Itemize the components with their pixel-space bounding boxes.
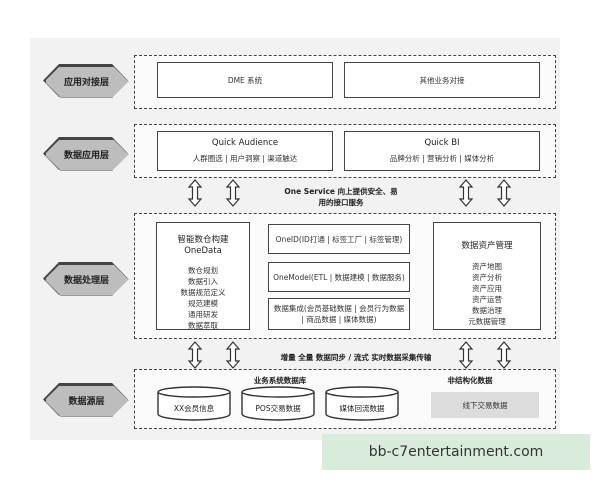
watermark-banner: bb-c7entertainment.com [322, 434, 590, 470]
onedata-item: 数据规范定义 [180, 288, 226, 297]
asset-item: 数据治理 [472, 306, 502, 315]
asset-item: 资产地图 [472, 262, 502, 271]
onedata-item: 规范建模 [188, 299, 218, 308]
dme-system-box: DME 系统 [157, 62, 333, 98]
quick-bi-title: Quick BI [424, 138, 460, 148]
quick-bi-sub: 品牌分析 | 营销分析 | 媒体分析 [389, 154, 495, 163]
db-label: 媒体回流数据 [339, 404, 385, 413]
asset-item: 元数据管理 [468, 317, 506, 326]
asset-item: 资产运营 [472, 295, 502, 304]
one-service-line-1: One Service 向上提供安全、易 [284, 187, 398, 196]
asset-item: 资产分析 [472, 273, 502, 282]
unstructured-data-title: 非结构化数据 [447, 376, 493, 385]
onedata-item: 数仓规划 [188, 266, 218, 275]
layer-tag-data-source: 数据源层 [45, 385, 129, 417]
other-business-label: 其他业务对接 [419, 75, 465, 85]
asset-item: 资产应用 [472, 284, 502, 293]
onemodel-label: OneModel(ETL | 数据建模 | 数据服务) [273, 272, 405, 282]
double-arrow [459, 341, 473, 369]
layer-tag-app-integration: 应用对接层 [45, 66, 129, 98]
layer-tag-data-processing: 数据处理层 [45, 264, 129, 296]
db-label: XX会员信息 [173, 404, 215, 413]
onedata-item: 数据引入 [188, 277, 218, 286]
double-arrow [188, 341, 202, 369]
database-cylinder [325, 386, 399, 421]
offline-trade-box: 线下交易数据 [431, 392, 539, 418]
onedata-title-2: OneData [184, 246, 222, 256]
quick-audience-box: Quick Audience 人群圈选 | 用户洞察 | 渠道触达 [157, 131, 333, 171]
database-cylinder [157, 386, 231, 421]
business-db-title: 业务系统数据库 [253, 376, 307, 385]
oneid-box: OneID(ID打通 | 标签工厂 | 标签管理) [268, 224, 410, 254]
onemodel-box: OneModel(ETL | 数据建模 | 数据服务) [268, 262, 410, 292]
layer-tag-data-application: 数据应用层 [45, 139, 129, 171]
double-arrow [226, 179, 240, 207]
onedata-title-1: 智能数仓构建 [177, 235, 229, 245]
data-integration-line-1: 数据集成(会员基础数据 | 会员行为数据 [273, 304, 405, 313]
dme-system-label: DME 系统 [227, 75, 263, 85]
db-label: POS交易数据 [255, 404, 301, 413]
quick-audience-title: Quick Audience [211, 138, 279, 148]
data-sync-note: 增量 全量 数据同步 / 流式 实时数据采集传输 [280, 353, 432, 362]
database-cylinder [241, 386, 315, 421]
asset-management-box: 数据资产管理 资产地图 资产分析 资产应用 资产运营 数据治理 元数据管理 [433, 222, 541, 330]
double-arrow [497, 341, 511, 369]
quick-audience-sub: 人群圈选 | 用户洞察 | 渠道触达 [192, 154, 298, 163]
oneid-label: OneID(ID打通 | 标签工厂 | 标签管理) [275, 234, 403, 244]
onedata-box: 智能数仓构建 OneData 数仓规划 数据引入 数据规范定义 规范建模 通用研… [156, 222, 250, 330]
asset-items: 资产地图 资产分析 资产应用 资产运营 数据治理 元数据管理 [468, 261, 506, 327]
asset-management-title: 数据资产管理 [461, 241, 513, 251]
data-integration-line-2: | 商品数据 | 媒体数据) [301, 315, 377, 324]
other-business-box: 其他业务对接 [344, 62, 540, 98]
one-service-note: One Service 向上提供安全、易 用的接口服务 [256, 186, 426, 208]
double-arrow [459, 179, 473, 207]
onedata-item: 通用研发 [188, 310, 218, 319]
double-arrow [188, 179, 202, 207]
onedata-items: 数仓规划 数据引入 数据规范定义 规范建模 通用研发 数据萃取 [181, 265, 226, 331]
onedata-item: 数据萃取 [188, 321, 218, 330]
one-service-line-2: 用的接口服务 [318, 198, 364, 207]
offline-trade-label: 线下交易数据 [462, 400, 508, 410]
double-arrow [497, 179, 511, 207]
data-integration-box: 数据集成(会员基础数据 | 会员行为数据 | 商品数据 | 媒体数据) [268, 298, 410, 330]
double-arrow [226, 341, 240, 369]
quick-bi-box: Quick BI 品牌分析 | 营销分析 | 媒体分析 [344, 131, 540, 171]
